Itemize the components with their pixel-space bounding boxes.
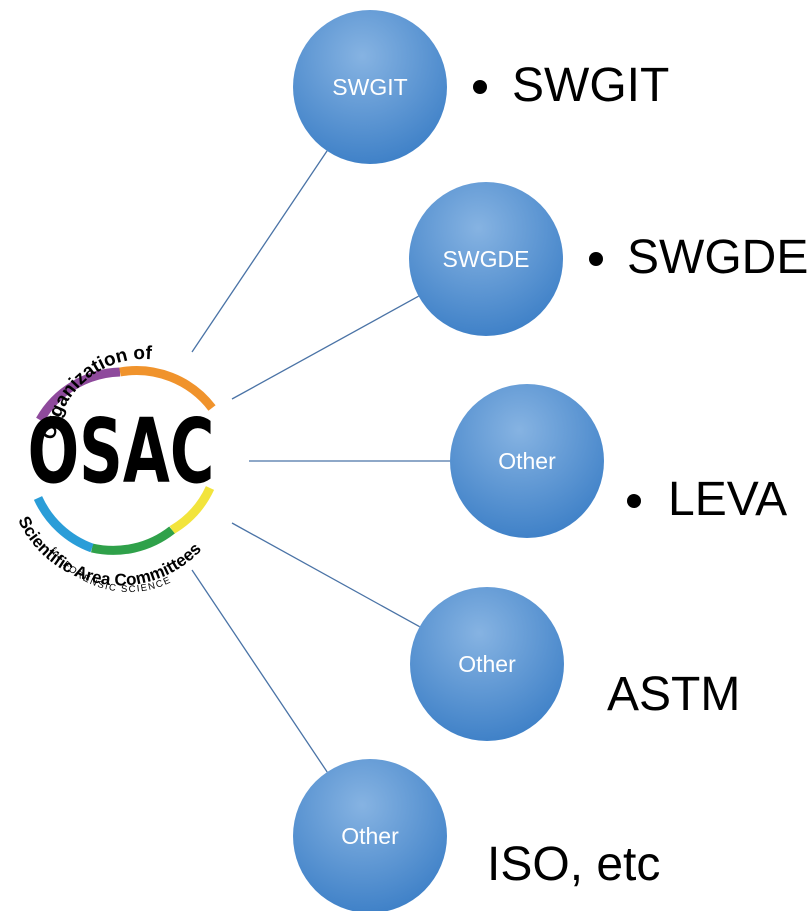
logo-ring-orange: [119, 366, 216, 411]
node-circle: [410, 587, 564, 741]
logo-ring-yellow: [169, 486, 215, 534]
logo-ring-blue: [33, 496, 94, 553]
node-label: SWGDE: [443, 246, 530, 272]
item-label: LEVA: [668, 473, 788, 526]
item-label: ISO, etc: [487, 838, 661, 891]
item-label: SWGIT: [512, 59, 670, 112]
logo-ring-purple: [36, 367, 121, 423]
item-label: ASTM: [607, 668, 741, 721]
node-label: Other: [498, 448, 556, 474]
connector-line: [231, 295, 419, 400]
node-circle: [293, 10, 447, 164]
node-label: Other: [458, 651, 516, 677]
connector-lines: [191, 150, 450, 773]
connector-line: [191, 569, 328, 773]
node-circle: [450, 384, 604, 538]
bullet-dot: [589, 252, 603, 266]
osac-logo: Organization of OSAC Scientific Area Com…: [14, 343, 216, 595]
bullet-dot: [473, 80, 487, 94]
connector-line: [231, 522, 420, 628]
node-circle: [293, 759, 447, 911]
node-label: SWGIT: [332, 74, 407, 100]
logo-main-text: OSAC: [28, 399, 215, 503]
connector-line: [191, 150, 328, 353]
bullet-dot: [627, 494, 641, 508]
node-circle: [409, 182, 563, 336]
logo-ring-green: [90, 526, 175, 555]
node-label: Other: [341, 823, 399, 849]
item-label: SWGDE: [627, 231, 809, 284]
